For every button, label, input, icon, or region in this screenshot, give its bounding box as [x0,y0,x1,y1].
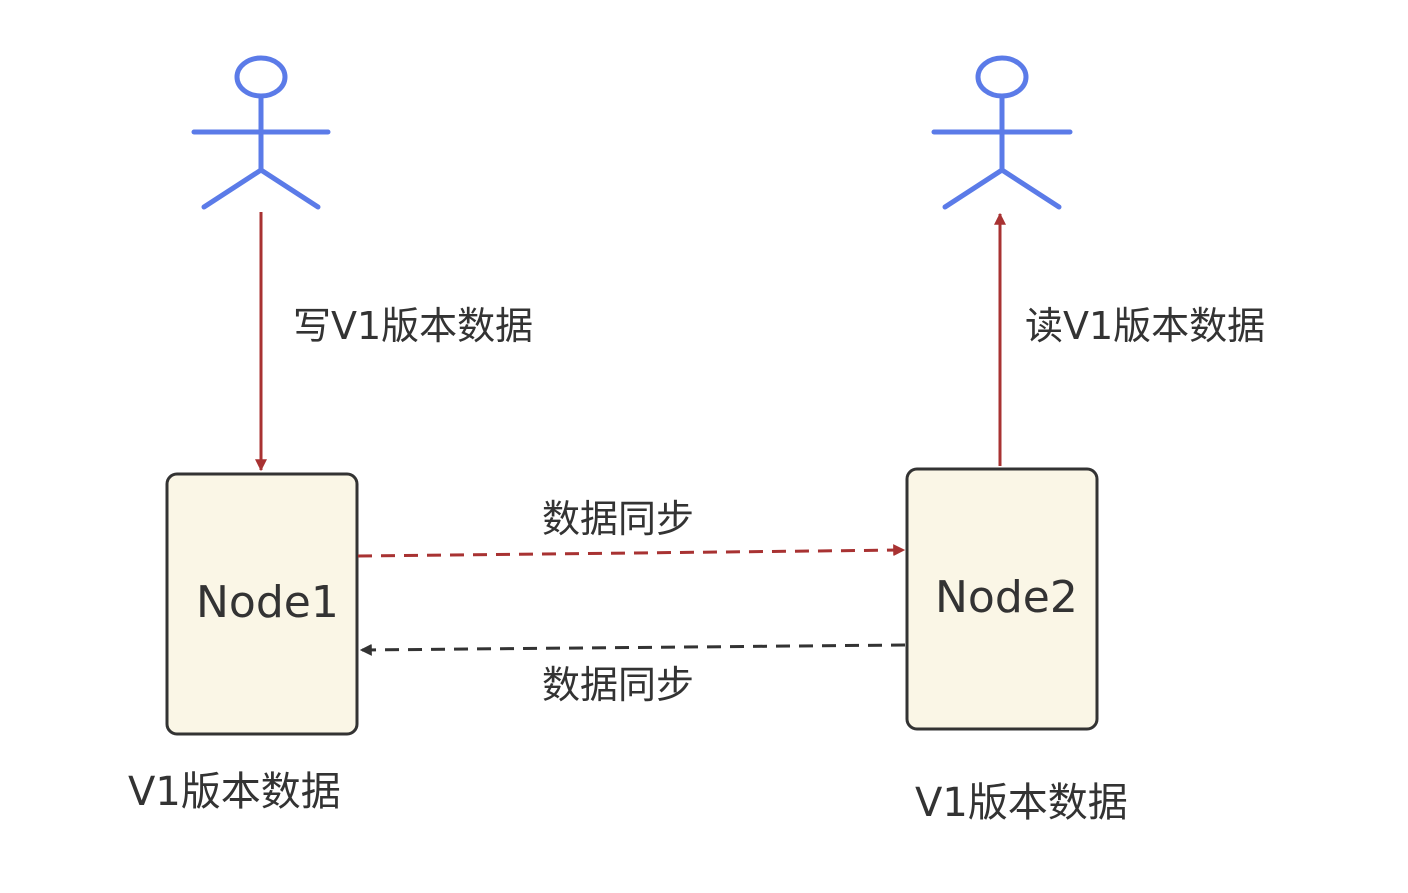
node2-label: Node2 [935,572,1078,623]
sync-forward-label: 数据同步 [542,497,695,541]
node2-caption: V1版本数据 [915,780,1128,826]
read-edge-label: 读V1版本数据 [1025,304,1266,348]
node1-box[interactable] [165,472,359,736]
write-edge-label: 写V1版本数据 [293,304,534,348]
node1-label: Node1 [196,577,339,628]
node2-box[interactable] [905,467,1099,731]
sync-forward-arrow [357,544,906,558]
sync-backward-arrow [359,643,906,656]
node1-caption: V1版本数据 [128,769,341,815]
sync-backward-label: 数据同步 [542,663,695,707]
writer-actor-icon [191,55,331,210]
reader-actor-icon [931,55,1073,210]
